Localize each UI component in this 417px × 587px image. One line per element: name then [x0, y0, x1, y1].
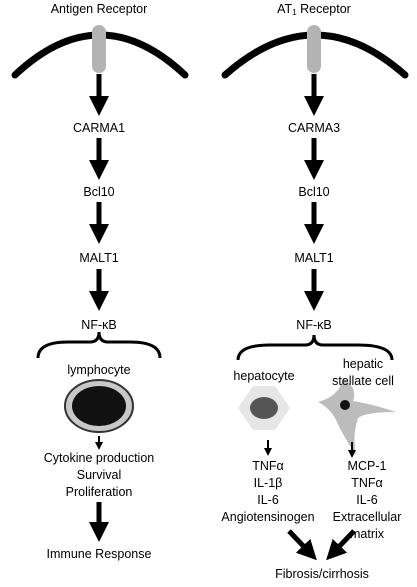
stellate-output-tnfa: TNFα [351, 476, 383, 490]
right-brace [236, 334, 394, 361]
nfkb-left-label: NF-κB [81, 318, 117, 332]
stellate-outputs: MCP-1 TNFα IL-6 Extracellular matrix [333, 458, 402, 543]
stellate-label-line-1: hepatic [342, 357, 384, 371]
nfkb-right-label: NF-κB [296, 318, 332, 332]
stellate-nucleus [340, 400, 350, 410]
malt1-right-label: MALT1 [294, 251, 334, 265]
outcome-survival: Survival [76, 468, 122, 482]
at1-receptor-shape [307, 25, 321, 73]
stellate-output-il6: IL-6 [356, 493, 378, 507]
hepatocyte-output-il6: IL-6 [257, 493, 279, 507]
carma3-label: CARMA3 [287, 121, 341, 135]
stellate-label-line-2: stellate cell [332, 374, 394, 388]
at1-title-rest: Receptor [296, 2, 351, 16]
bcl10-left-label: Bcl10 [83, 185, 115, 199]
arrow-hepatocyte-to-fibrosis [287, 529, 317, 561]
hepatocyte-output-angiotensinogen: Angiotensinogen [221, 510, 315, 524]
stellate-output-mcp1: MCP-1 [347, 459, 387, 473]
hepatocyte-label: hepatocyte [233, 369, 295, 383]
bcl10-right-label: Bcl10 [298, 185, 330, 199]
outcome-proliferation: Proliferation [65, 485, 133, 499]
hepatocyte-nucleus [250, 397, 278, 419]
stellate-output-matrix: matrix [349, 527, 385, 541]
antigen-receptor-shape [92, 25, 106, 73]
at1-title-subscript: 1 [292, 8, 297, 17]
hepatocyte-output-il1b: IL-1β [253, 476, 283, 490]
hepatocyte-output-tnfa: TNFα [252, 459, 284, 473]
lymphocyte-label: lymphocyte [67, 363, 131, 377]
lymphocyte-outcomes: Cytokine production Survival Proliferati… [44, 450, 154, 501]
carma1-label: CARMA1 [72, 121, 126, 135]
fibrosis-cirrhosis-label: Fibrosis/cirrhosis [275, 567, 369, 581]
antigen-receptor-title: Antigen Receptor [50, 2, 148, 16]
stellate-cell [318, 378, 396, 455]
left-brace [36, 331, 162, 359]
lymphocyte-nucleus [72, 386, 126, 426]
stellate-cell-label: hepatic stellate cell [332, 356, 394, 390]
stellate-output-extracellular: Extracellular [332, 510, 402, 524]
malt1-left-label: MALT1 [79, 251, 119, 265]
hepatocyte-outputs: TNFα IL-1β IL-6 Angiotensinogen [221, 458, 314, 526]
at1-title-main: AT [277, 2, 293, 16]
at1-receptor-title: AT1 Receptor [277, 3, 351, 17]
outcome-cytokine-production: Cytokine production [43, 451, 155, 465]
arrow-stellate-to-fibrosis [326, 529, 356, 561]
immune-response-label: Immune Response [46, 547, 152, 561]
